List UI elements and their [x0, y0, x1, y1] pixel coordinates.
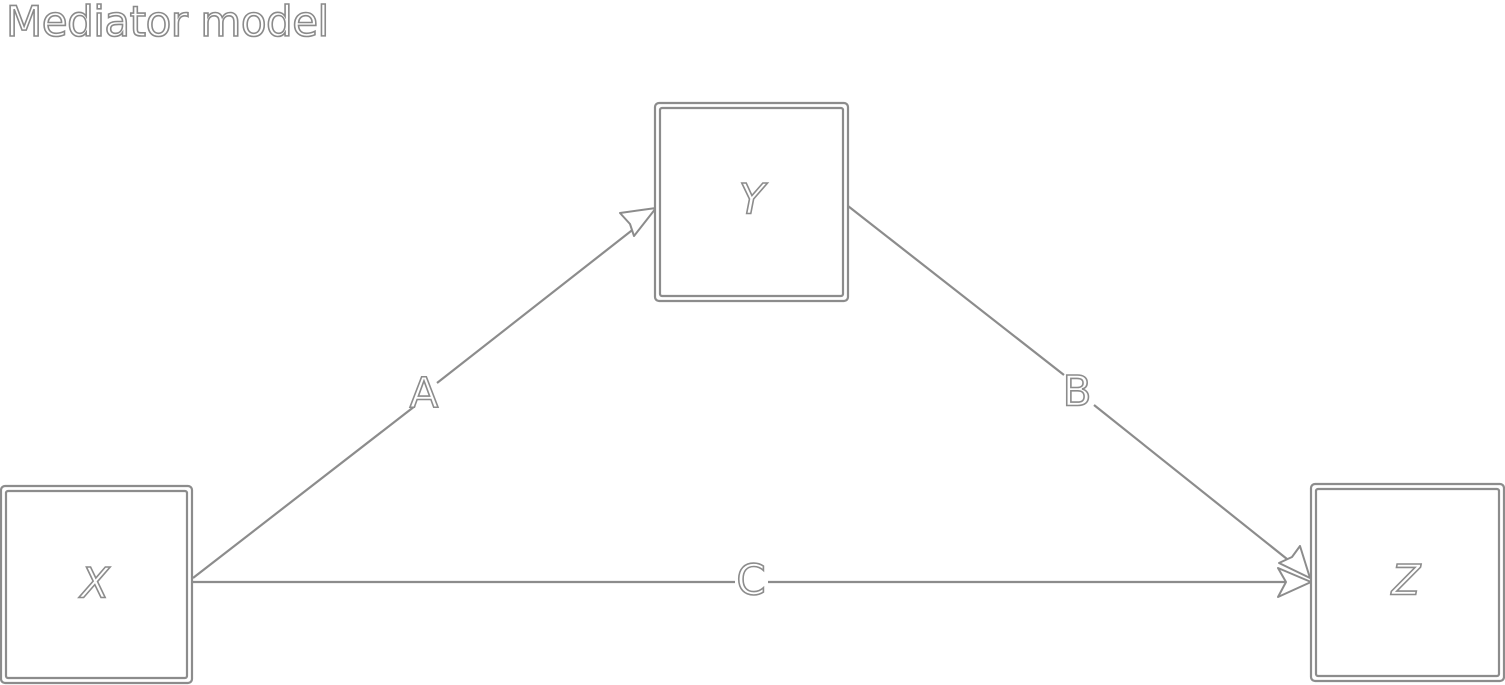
node-x-label: X [79, 559, 111, 608]
edge-b [847, 205, 1311, 579]
node-x: X [0, 484, 194, 685]
edge-b-line-lower [1093, 404, 1293, 564]
node-y-box-inner [658, 106, 845, 298]
diagram-title: Mediator model [5, 0, 330, 47]
node-y-box [653, 101, 850, 303]
edge-b-arrowhead [1278, 545, 1311, 579]
edge-c [193, 567, 1312, 598]
node-y: Y [653, 101, 850, 303]
node-z: Z [1309, 482, 1505, 683]
edge-a-label: A [410, 369, 439, 418]
edge-b-line-upper [847, 205, 1065, 376]
node-x-box [0, 484, 194, 685]
node-y-label: Y [739, 175, 768, 224]
edge-a-line-upper [436, 223, 641, 384]
edge-b-label: B [1063, 367, 1092, 416]
edge-a-arrowhead [619, 207, 657, 237]
edge-c-arrowhead [1277, 567, 1312, 598]
edge-a [192, 207, 657, 579]
node-z-box-inner [1314, 487, 1501, 678]
edge-c-label: C [736, 556, 765, 605]
node-x-box-inner [4, 489, 189, 680]
node-z-label: Z [1391, 556, 1422, 605]
node-z-box [1309, 482, 1505, 683]
edge-a-line-lower [192, 405, 416, 579]
